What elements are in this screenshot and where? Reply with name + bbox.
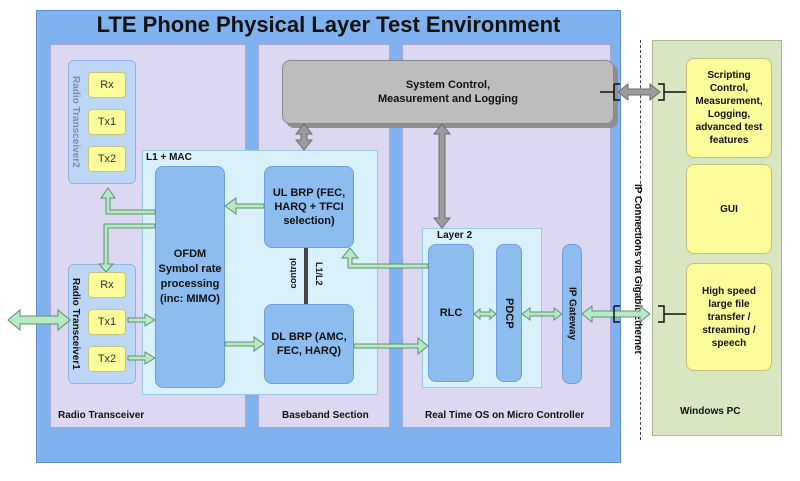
eth-bracket-top-left — [600, 83, 620, 101]
ul-to-ofdm-arrow — [224, 197, 265, 215]
radio-transceiver2-label: Radio Transceiver2 — [70, 76, 81, 168]
pdcp-label: PDCP — [503, 297, 515, 329]
transceiver1-rx: Rx — [88, 272, 126, 298]
system-pc-arrow — [617, 82, 661, 102]
ip-gateway-label: IP Gateway — [566, 287, 578, 341]
ul-brp-block: UL BRP (FEC, HARQ + TFCI selection) — [264, 166, 354, 248]
gui-label: GUI — [720, 203, 738, 215]
system-control-box: System Control, Measurement and Logging — [282, 60, 614, 124]
rlc-block: RLC — [428, 244, 474, 382]
transfer-label: High speed large file transfer / streami… — [702, 285, 756, 349]
transceiver2-rx: Rx — [88, 72, 126, 98]
dl-to-rlc-arrow — [353, 336, 429, 356]
layer2-label: Layer 2 — [437, 230, 473, 241]
l1-l2-label: L1/L2 — [314, 262, 324, 286]
ul-brp-label: UL BRP (FEC, HARQ + TFCI selection) — [272, 187, 346, 227]
ofdm-block: OFDM Symbol rate processing (inc: MIMO) — [155, 166, 225, 388]
rtos-section-label: Real Time OS on Micro Controller — [425, 410, 585, 421]
radio-section-label: Radio Transceiver — [58, 410, 145, 421]
diagram-title: LTE Phone Physical Layer Test Environmen… — [96, 12, 561, 37]
radio-transceiver1-label: Radio Transceiver1 — [70, 278, 81, 370]
network-boundary-line — [640, 40, 641, 440]
transfer-box: High speed large file transfer / streami… — [686, 263, 772, 371]
system-l1-arrow — [294, 123, 314, 151]
system-rlc-arrow — [432, 123, 452, 229]
scripting-label: Scripting Control, Measurement, Logging,… — [695, 70, 763, 146]
ofdm-to-dl-arrow — [224, 336, 265, 352]
ipgw-pc-arrow — [581, 304, 651, 324]
transceiver1-tx1: Tx1 — [88, 309, 126, 335]
eth-bracket-bottom-left — [613, 305, 620, 323]
rlc-pdcp-arrow — [473, 307, 497, 321]
gui-box: GUI — [686, 164, 772, 254]
rlc-to-ul-arrow — [340, 247, 429, 269]
transceiver1-tx2: Tx2 — [88, 346, 126, 372]
transceiver2-tx2: Tx2 — [88, 146, 126, 172]
pdcp-ipgw-arrow — [521, 307, 563, 321]
rlc-label: RLC — [439, 307, 463, 319]
ip-connections-label: IP Connections via Gigabit Ethernet — [632, 184, 643, 354]
ofdm-label: OFDM Symbol rate processing (inc: MIMO) — [158, 248, 222, 305]
transceiver2-tx1: Tx1 — [88, 109, 126, 135]
windows-pc-label: Windows PC — [680, 406, 741, 417]
ofdm-to-rx-arrow — [97, 223, 156, 273]
pdcp-block: PDCP — [496, 244, 522, 382]
eth-bracket-bottom-right — [658, 305, 686, 323]
l1-mac-label: L1 + MAC — [146, 152, 192, 163]
ofdm-to-tx1-arrow — [127, 313, 156, 327]
baseband-section-label: Baseband Section — [282, 410, 369, 421]
scripting-box: Scripting Control, Measurement, Logging,… — [686, 58, 772, 158]
ofdm-to-tx2-arrow — [127, 351, 156, 365]
system-control-label: System Control, Measurement and Logging — [378, 79, 518, 105]
eth-bracket-top-right — [658, 83, 686, 101]
antenna-double-arrow — [7, 308, 71, 332]
dl-brp-label: DL BRP (AMC, FEC, HARQ) — [271, 331, 347, 357]
ofdm-to-transceiver2-arrow — [100, 187, 156, 215]
